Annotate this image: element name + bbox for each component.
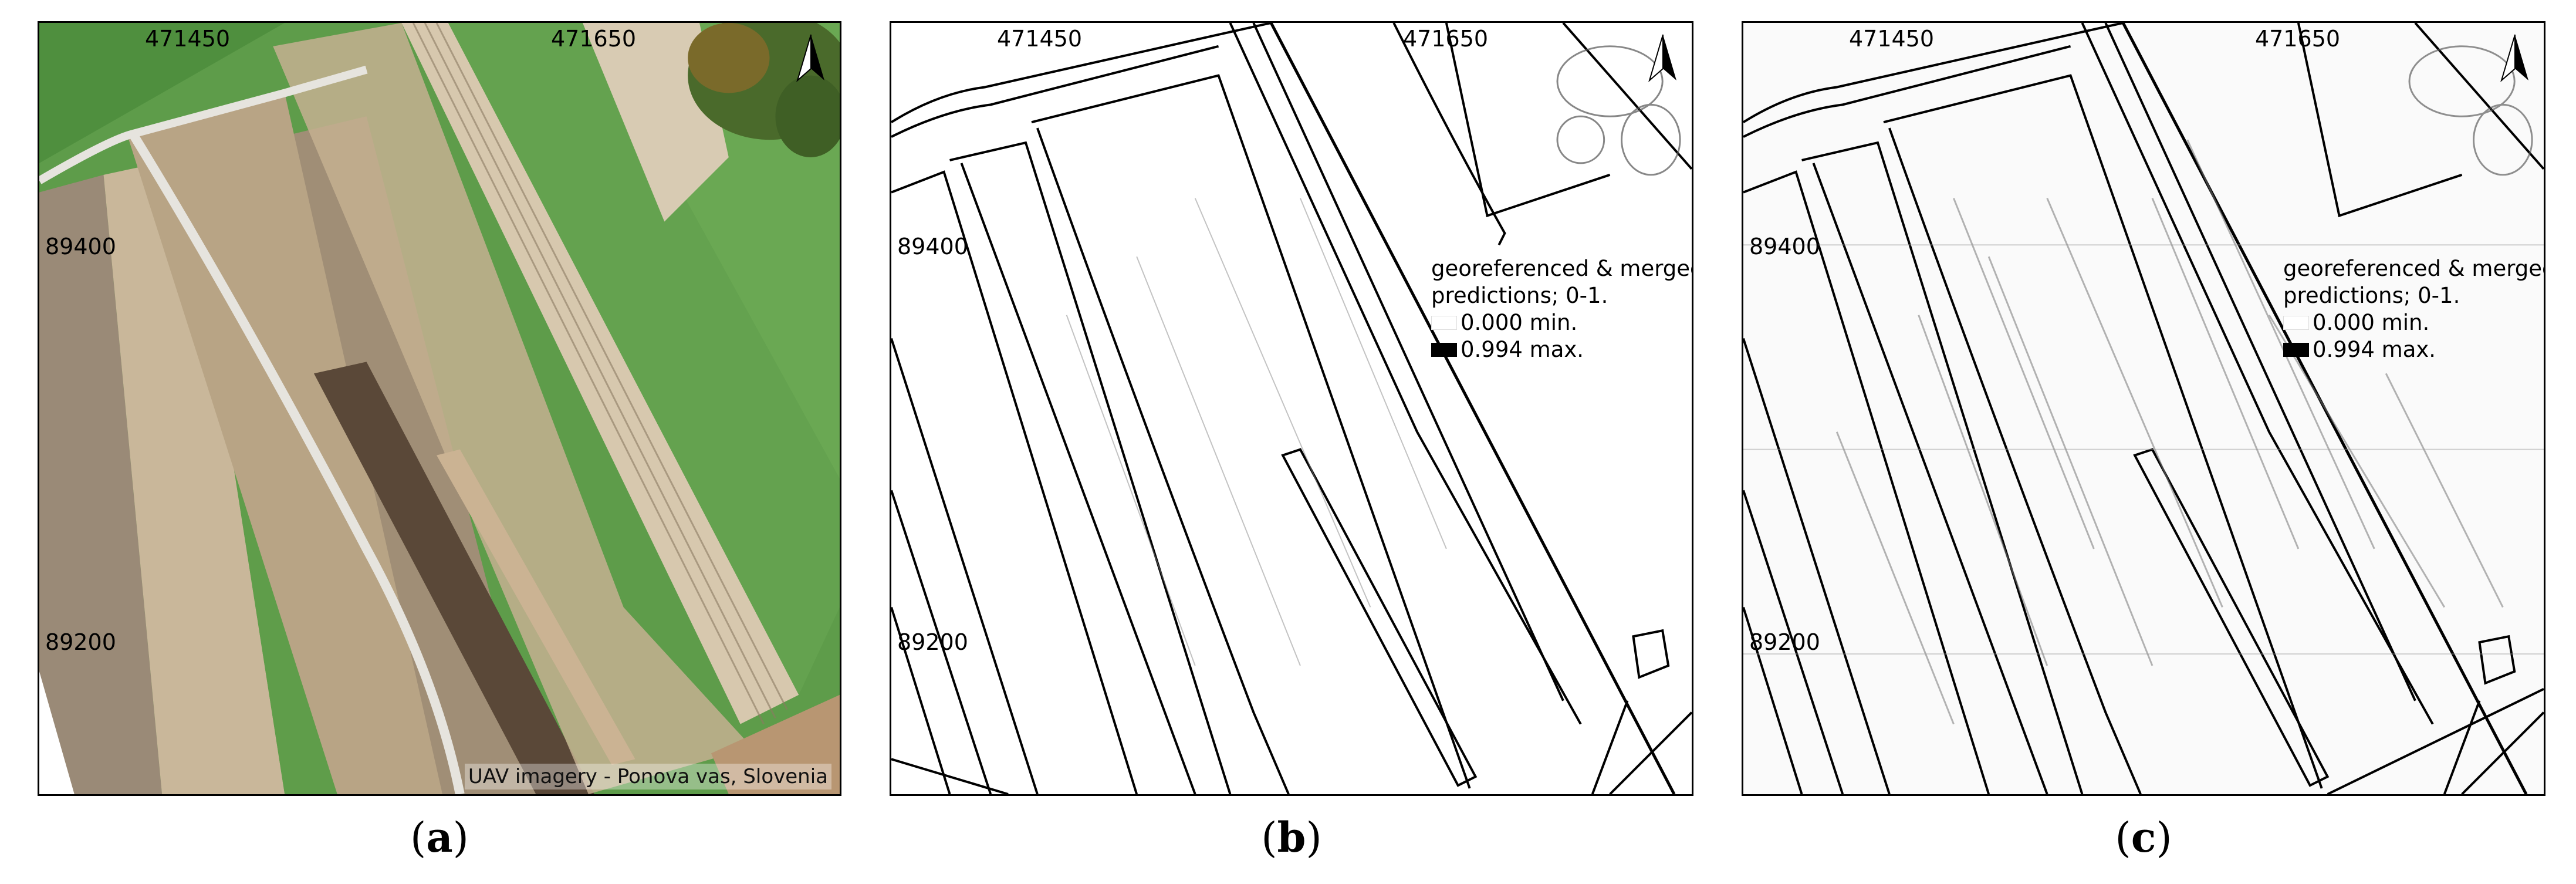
legend-max-label: 0.994 max. <box>1461 337 1584 362</box>
legend-min-swatch <box>1431 316 1457 330</box>
caption-letter-c: c <box>2131 813 2156 862</box>
uav-imagery-map: 471450 471650 89400 89200 UAV imagery - … <box>38 21 841 796</box>
coord-x-right: 471650 <box>1403 26 1489 52</box>
north-arrow-icon <box>1648 34 1676 83</box>
legend-min-row: 0.000 min. <box>2283 309 2544 336</box>
imagery-credit: UAV imagery - Ponova vas, Slovenia <box>464 764 831 789</box>
legend-max-swatch <box>2283 343 2309 357</box>
prediction-map-c: 471450 471650 89400 89200 georeferenced … <box>1742 21 2545 796</box>
caption-c: (c) <box>2115 813 2172 862</box>
legend-max-row: 0.994 max. <box>1431 336 1692 363</box>
legend-min-swatch <box>2283 316 2309 330</box>
prediction-map-b: 471450 471650 89400 89200 georeferenced … <box>890 21 1693 796</box>
caption-b: (b) <box>1261 813 1322 862</box>
coord-y-top: 89400 <box>45 234 116 259</box>
prediction-legend: georeferenced & merged predictions; 0-1.… <box>2283 255 2545 363</box>
legend-title-line1: georeferenced & merged <box>1431 256 1693 281</box>
caption-letter-b: b <box>1277 813 1306 862</box>
uav-imagery <box>39 23 840 794</box>
legend-min-label: 0.000 min. <box>2313 310 2430 335</box>
coord-y-bottom: 89200 <box>45 629 116 655</box>
coord-y-bottom: 89200 <box>1749 629 1820 655</box>
legend-title-line2: predictions; 0-1. <box>2283 283 2460 308</box>
legend-title-line2: predictions; 0-1. <box>1431 283 1608 308</box>
prediction-legend: georeferenced & merged predictions; 0-1.… <box>1431 255 1693 363</box>
legend-max-swatch <box>1431 343 1457 357</box>
caption-a: (a) <box>410 813 469 862</box>
coord-x-left: 471450 <box>145 26 231 52</box>
coord-x-right: 471650 <box>551 26 637 52</box>
coord-x-right: 471650 <box>2255 26 2341 52</box>
legend-max-row: 0.994 max. <box>2283 336 2544 363</box>
caption-letter-a: a <box>426 813 453 862</box>
north-arrow-icon <box>796 34 824 83</box>
coord-x-left: 471450 <box>997 26 1083 52</box>
north-arrow-icon <box>2500 34 2528 83</box>
coord-y-top: 89400 <box>1749 234 1820 259</box>
legend-min-row: 0.000 min. <box>1431 309 1692 336</box>
legend-title-line1: georeferenced & merged <box>2283 256 2545 281</box>
coord-y-bottom: 89200 <box>897 629 968 655</box>
prediction-raster-b <box>891 23 1692 794</box>
legend-min-label: 0.000 min. <box>1461 310 1578 335</box>
coord-x-left: 471450 <box>1849 26 1935 52</box>
coord-y-top: 89400 <box>897 234 968 259</box>
prediction-raster-c <box>1743 23 2544 794</box>
legend-max-label: 0.994 max. <box>2313 337 2436 362</box>
